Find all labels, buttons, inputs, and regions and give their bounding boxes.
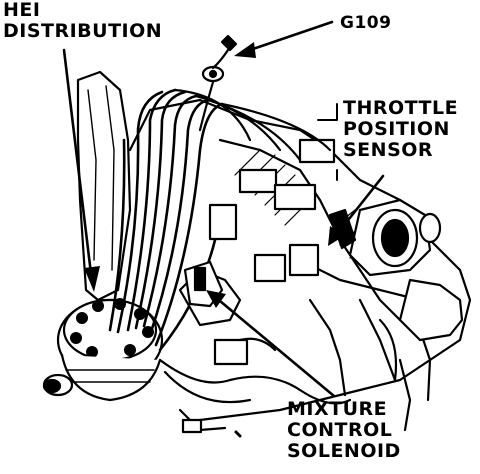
g109-label-text: G109: [340, 13, 392, 33]
mixture-label-line-1: MIXTURE: [287, 398, 388, 420]
g109-label: G109: [340, 13, 391, 34]
g109-arrow: [242, 20, 334, 54]
tps-label-line-2: POSITION: [343, 118, 450, 140]
leader-arrows: [62, 20, 385, 398]
hei-arrow: [62, 48, 94, 284]
mixture-arrow: [212, 294, 336, 398]
tps-arrow: [332, 174, 385, 240]
tps-label-line-1: THROTTLE: [343, 97, 459, 119]
hei-label-line-2: DISTRIBUTION: [3, 20, 163, 42]
hei-distribution-label: HEI DISTRIBUTION: [3, 0, 162, 42]
g109-ground-bolt: [198, 34, 238, 132]
throttle-position-sensor-label: THROTTLE POSITION SENSOR: [343, 98, 458, 161]
mixture-label-line-3: SOLENOID: [287, 440, 401, 462]
mixture-label-line-2: CONTROL: [287, 419, 393, 441]
tps-label-line-3: SENSOR: [343, 139, 434, 161]
mixture-control-solenoid-label: MIXTURE CONTROL SOLENOID: [287, 399, 401, 462]
hei-label-line-1: HEI: [3, 0, 41, 21]
plug-wires: [108, 88, 224, 352]
throttle-body: [328, 198, 464, 342]
